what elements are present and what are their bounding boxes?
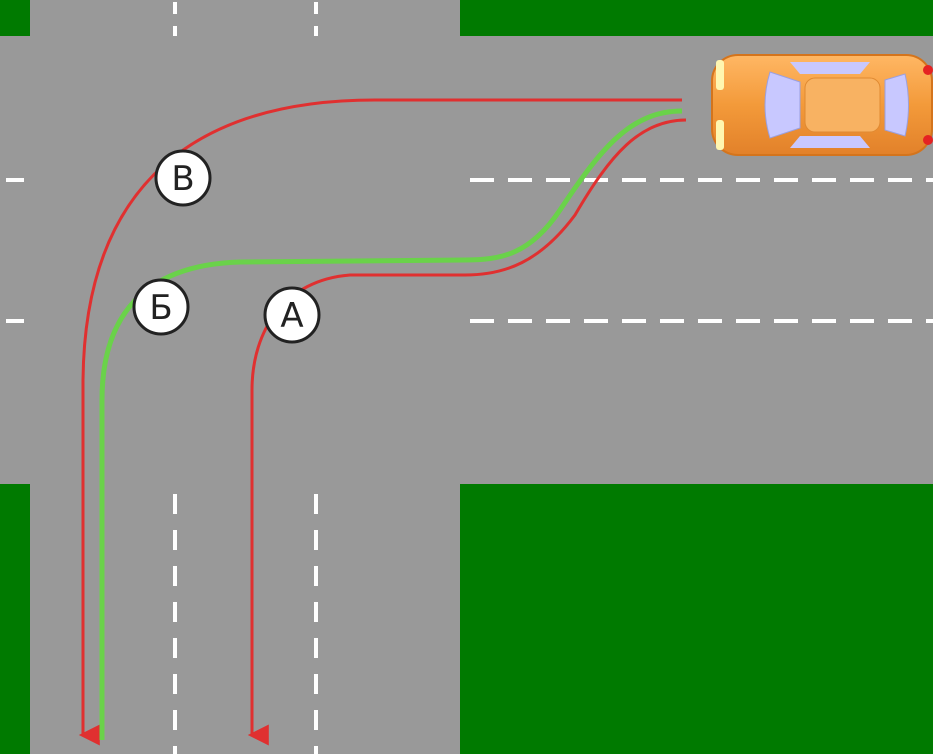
route-label-b-text: Б (149, 288, 172, 328)
route-label-v: В (154, 149, 212, 207)
grass-top-right (460, 0, 933, 36)
grass-top-left (0, 0, 30, 36)
route-label-a: А (263, 286, 321, 344)
grass-bottom-left (0, 484, 30, 754)
route-b-path (99, 108, 683, 740)
route-label-a-text: А (280, 296, 303, 336)
lane-markings (6, 2, 933, 754)
car-icon (711, 54, 933, 156)
grass-bottom-right (460, 484, 933, 754)
route-label-b: Б (132, 278, 190, 336)
route-label-v-text: В (171, 159, 194, 199)
